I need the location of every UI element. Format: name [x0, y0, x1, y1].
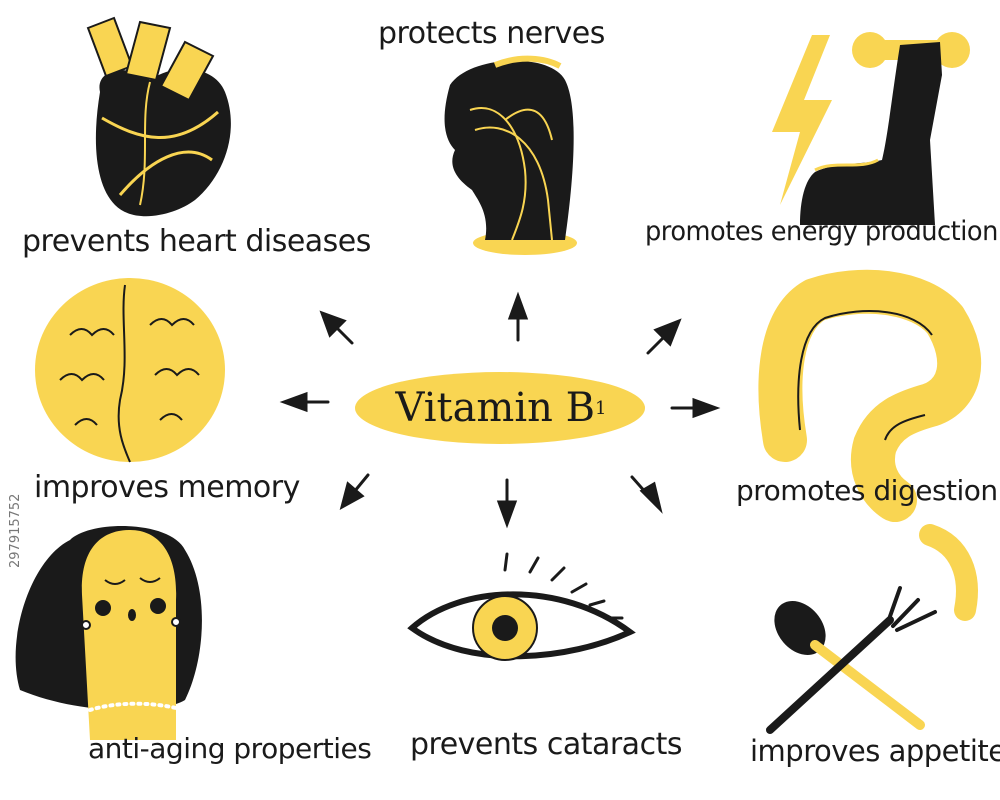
- flexed-arm-icon: [772, 32, 970, 225]
- caption-memory: improves memory: [34, 470, 300, 505]
- fork-spoon-icon: [766, 524, 978, 734]
- arrow-down: [496, 478, 518, 529]
- woman-face-icon: [15, 526, 202, 740]
- arrow-up: [507, 291, 529, 342]
- intestine-icon: [758, 269, 982, 522]
- arrow-left: [279, 391, 330, 413]
- watermark-id: 297915752: [8, 493, 23, 568]
- caption-nerves: protects nerves: [378, 16, 605, 51]
- center-title-subscript: 1: [595, 397, 607, 419]
- arrow-upper-left: [319, 310, 354, 345]
- arrow-lower-right: [630, 475, 663, 514]
- arrow-right: [670, 397, 721, 419]
- arrow-upper-right: [646, 318, 682, 355]
- radiating-arrows: [279, 291, 721, 529]
- caption-energy: promotes energy production: [645, 216, 998, 247]
- eye-icon: [407, 552, 636, 661]
- center-ellipse: [355, 372, 645, 444]
- head-nerves-icon: [444, 55, 577, 255]
- brain-icon: [35, 278, 225, 463]
- caption-cataracts: prevents cataracts: [410, 727, 682, 762]
- caption-digestion: promotes digestion: [736, 474, 998, 507]
- caption-appetite: improves appetite: [750, 734, 1000, 768]
- heart-icon: [86, 16, 231, 217]
- caption-anti-aging: anti-aging properties: [88, 732, 372, 765]
- caption-heart: prevents heart diseases: [22, 224, 371, 259]
- arrow-lower-left: [339, 473, 370, 510]
- center-title-text: Vitamin B: [395, 385, 596, 431]
